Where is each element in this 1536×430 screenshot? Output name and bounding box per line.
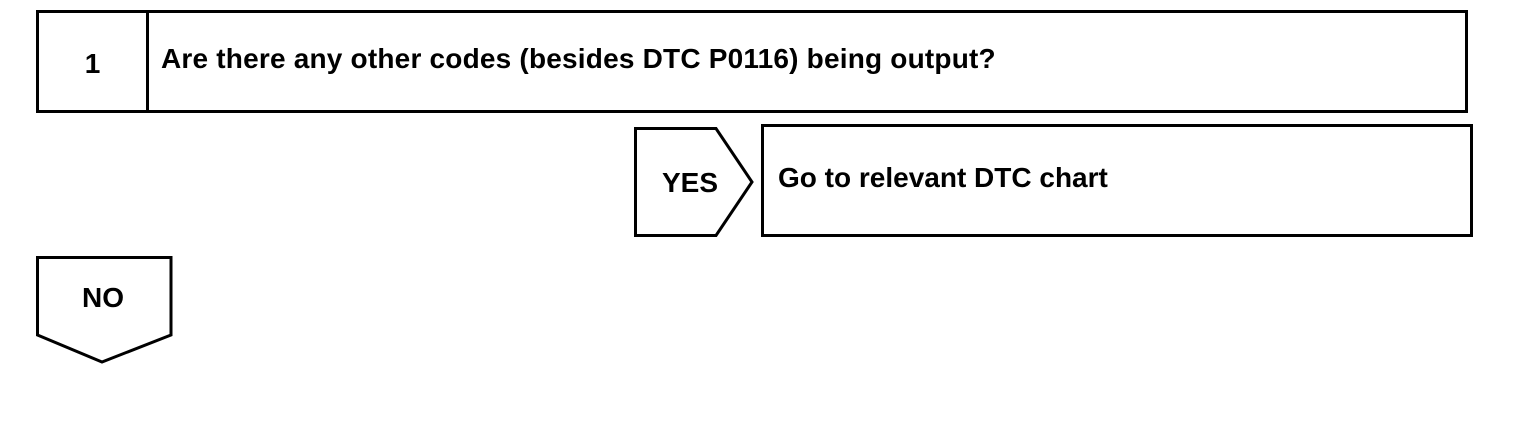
yes-action-box: Go to relevant DTC chart — [761, 124, 1473, 237]
yes-arrow-shape — [634, 127, 754, 237]
no-branch: NO — [36, 256, 174, 366]
yes-action-text: Go to relevant DTC chart — [778, 161, 1108, 193]
yes-branch: YES — [634, 127, 756, 239]
no-label: NO — [82, 282, 124, 313]
step-box: 1 Are there any other codes (besides DTC… — [36, 10, 1468, 113]
yes-label: YES — [661, 167, 719, 198]
no-arrow-shape — [36, 256, 173, 364]
step-number: 1 — [39, 13, 149, 110]
step-question: Are there any other codes (besides DTC P… — [161, 42, 996, 74]
